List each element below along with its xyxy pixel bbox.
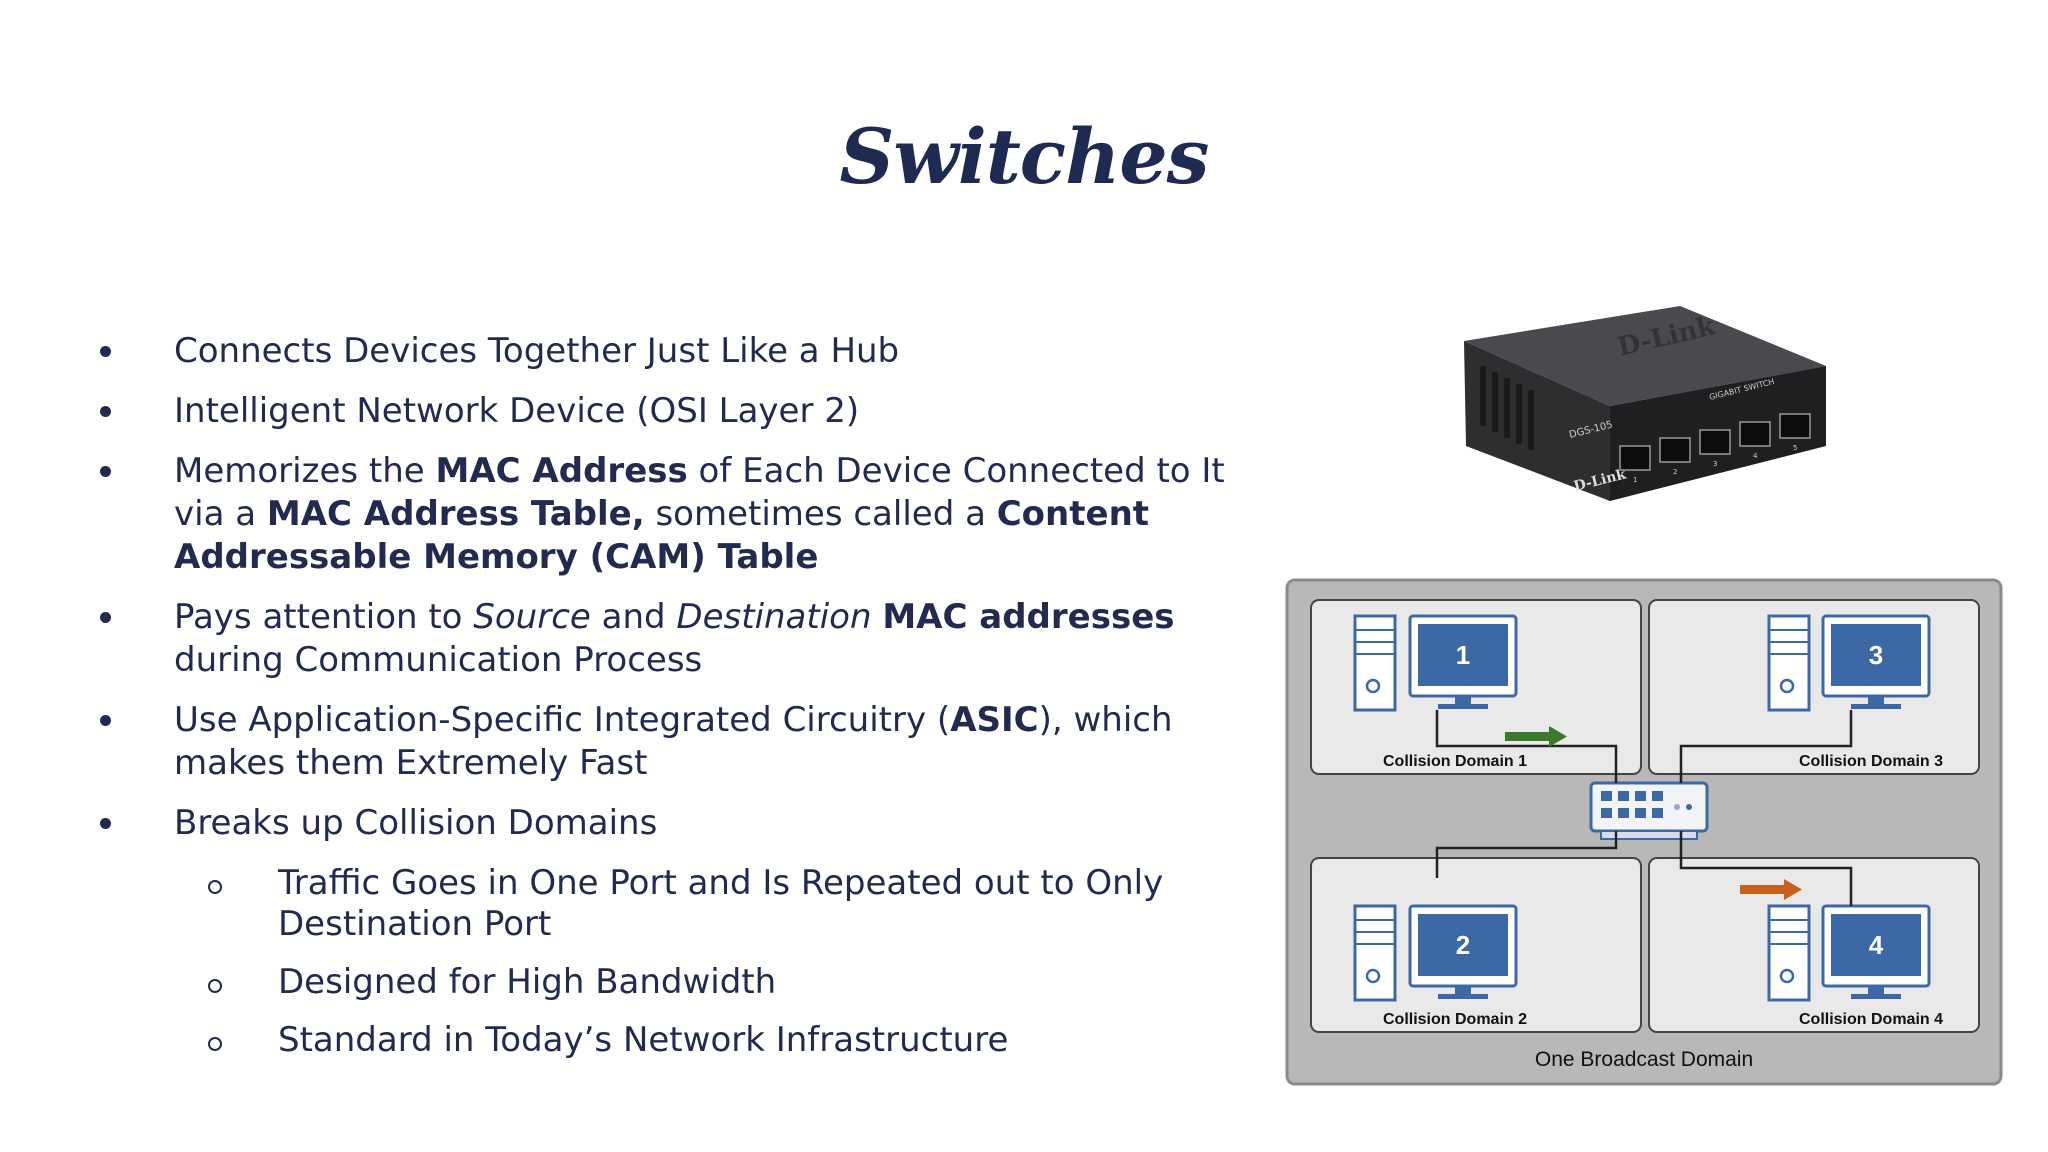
bullet-text: Breaks up Collision Domains <box>174 803 657 843</box>
switch-port <box>1699 429 1731 455</box>
slide-title: Switches <box>839 112 1210 201</box>
bullet-dot <box>100 818 111 829</box>
collision-domain-label: Collision Domain 1 <box>1383 753 1527 770</box>
bullet-text-segment <box>872 597 883 637</box>
switch-port <box>1739 421 1771 447</box>
switch-icon-port <box>1618 808 1629 818</box>
link-domain-3 <box>1679 710 1853 783</box>
bullet-text-segment: during Communication Process <box>174 640 703 680</box>
sub-bullet-text: Traffic Goes in One Port and Is Repeated… <box>278 863 1164 944</box>
switch-port <box>1779 413 1811 439</box>
bullet-list: Connects Devices Together Just Like a Hu… <box>96 330 1256 1078</box>
computer-tower-icon <box>1767 614 1811 712</box>
orange-arrow <box>1740 879 1802 900</box>
computer-number: 4 <box>1869 930 1884 960</box>
switch-icon-port <box>1618 791 1629 801</box>
bullet-dot <box>100 715 111 726</box>
monitor-icon <box>1821 904 1931 999</box>
bullet-text-segment: ), which makes them Extremely Fast <box>174 700 1173 783</box>
bullet-dot <box>100 612 111 623</box>
bullet-text-segment: sometimes called a <box>644 494 997 534</box>
bullet-item: Connects Devices Together Just Like a Hu… <box>96 330 1256 373</box>
switch-port-number: 1 <box>1633 476 1637 484</box>
monitor-icon <box>1408 614 1518 709</box>
bullet-text: Connects Devices Together Just Like a Hu… <box>174 331 899 371</box>
bullet-text-segment: of Each Device Connected to It via a <box>174 451 1225 534</box>
collision-domain-label: Collision Domain 4 <box>1799 1011 1943 1028</box>
bullet-item: Use Application-Specific Integrated Circ… <box>96 699 1256 785</box>
bullet-text-segment: MAC Address Table, <box>266 494 645 534</box>
bullet-text-segment: Connects Devices Together Just Like a Hu… <box>174 331 900 371</box>
bullet-item: Intelligent Network Device (OSI Layer 2) <box>96 390 1256 433</box>
bullet-text-segment: and <box>590 597 677 637</box>
bullet-dot <box>100 406 111 417</box>
computer-number: 1 <box>1456 640 1470 670</box>
computer-number: 2 <box>1456 930 1470 960</box>
switch-image: D-Link DGS-105 GIGABIT SWITCH D-Link 123… <box>1464 306 1826 501</box>
computer-tower-icon <box>1767 904 1811 1002</box>
link-domain-2 <box>1435 831 1618 878</box>
switch-icon <box>1589 781 1709 840</box>
switch-icon-port <box>1652 808 1663 818</box>
bullet-text-segment: Use Application-Specific Integrated Circ… <box>174 700 951 740</box>
sub-bullet-text: Standard in Today’s Network Infrastructu… <box>278 1020 1009 1060</box>
collision-domain-label: Collision Domain 3 <box>1799 753 1943 770</box>
switch-port <box>1659 437 1691 463</box>
computer-tower-icon <box>1353 904 1397 1002</box>
bullet-text: Use Application-Specific Integrated Circ… <box>174 700 1173 783</box>
bullet-text-segment: Content Addressable Memory (CAM) Table <box>174 494 1150 577</box>
switch-icon-port <box>1635 791 1646 801</box>
switch-icon-port <box>1635 808 1646 818</box>
bullet-text: Memorizes the MAC Address of Each Device… <box>174 451 1225 577</box>
sub-bullet-circle <box>208 880 222 894</box>
computer-number: 3 <box>1869 640 1883 670</box>
sub-bullet-circle <box>208 979 222 993</box>
bullet-item: Pays attention to Source and Destination… <box>96 596 1256 682</box>
switch-icon-port <box>1601 791 1612 801</box>
sub-bullet-text: Designed for High Bandwidth <box>278 962 777 1002</box>
bullet-text-segment: Pays attention to <box>174 597 474 637</box>
green-arrow <box>1505 726 1567 747</box>
link-domain-1 <box>1435 710 1618 783</box>
bullet-text-segment: MAC Address <box>435 451 688 491</box>
sub-bullet-item: Standard in Today’s Network Infrastructu… <box>96 1020 1256 1061</box>
bullet-text-segment: Destination <box>676 597 872 637</box>
switch-icon-port <box>1652 791 1663 801</box>
switch-port-number: 5 <box>1793 444 1797 452</box>
switch-port <box>1619 445 1651 471</box>
bullet-text-segment: ASIC <box>950 700 1039 740</box>
sub-bullet-item: Designed for High Bandwidth <box>96 962 1256 1003</box>
bullet-text-segment: Source <box>473 597 591 637</box>
bullet-text-segment: Intelligent Network Device (OSI Layer 2) <box>174 391 860 431</box>
switch-port-number: 4 <box>1753 452 1758 460</box>
bullet-dot <box>100 346 111 357</box>
switch-port-number: 2 <box>1673 468 1677 476</box>
monitor-icon <box>1821 614 1931 709</box>
switch-port-number: 3 <box>1713 460 1717 468</box>
bullet-text-segment: Breaks up Collision Domains <box>174 803 658 843</box>
bullet-text-segment: Memorizes the <box>174 451 436 491</box>
bullet-item: Memorizes the MAC Address of Each Device… <box>96 450 1256 579</box>
switch-icon-port <box>1601 808 1612 818</box>
bullet-text: Pays attention to Source and Destination… <box>174 597 1175 680</box>
monitor-icon <box>1408 904 1518 999</box>
bullet-text-segment: MAC addresses <box>882 597 1175 637</box>
link-domain-4 <box>1679 831 1853 906</box>
broadcast-domain-label: One Broadcast Domain <box>1535 1048 1753 1071</box>
sub-bullet-list: Traffic Goes in One Port and Is Repeated… <box>174 863 1256 1061</box>
collision-domain-label: Collision Domain 2 <box>1383 1011 1527 1028</box>
sub-bullet-item: Traffic Goes in One Port and Is Repeated… <box>96 863 1256 945</box>
bullet-text: Intelligent Network Device (OSI Layer 2) <box>174 391 859 431</box>
computer-tower-icon <box>1353 614 1397 712</box>
bullet-dot <box>100 466 111 477</box>
sub-bullet-circle <box>208 1037 222 1051</box>
